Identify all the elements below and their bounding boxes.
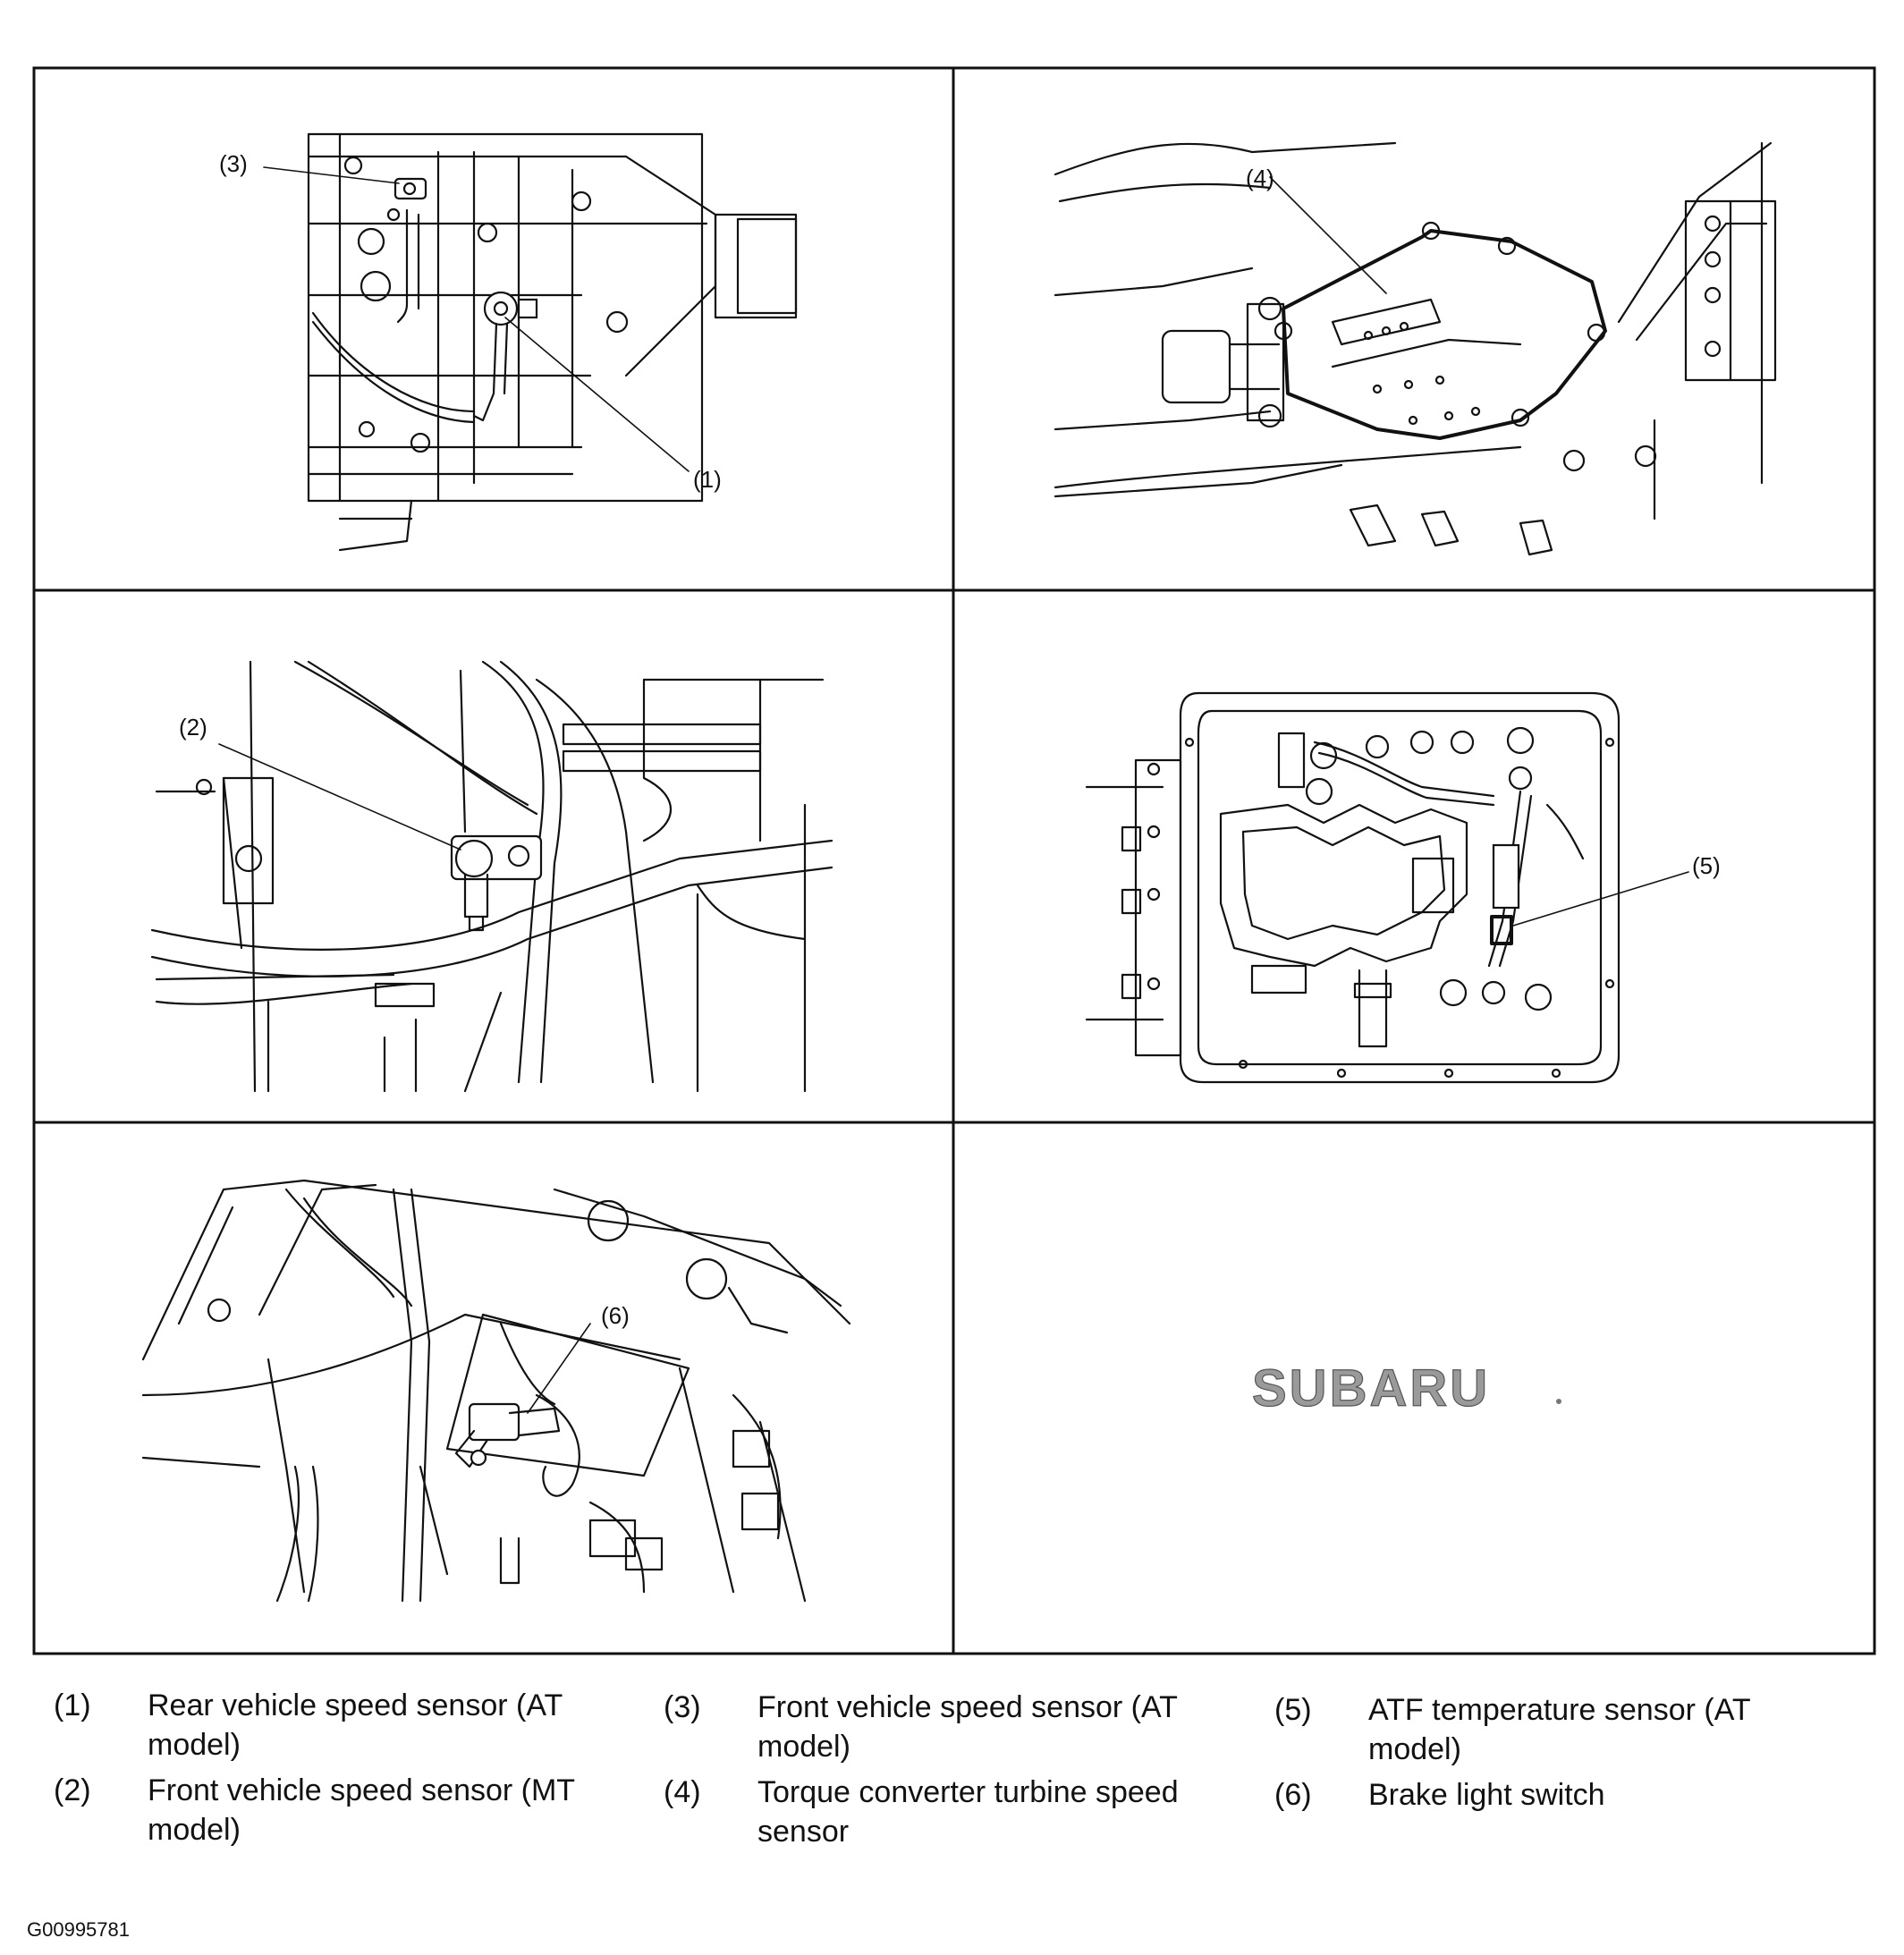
figure-id: G00995781 xyxy=(27,1918,130,1941)
callout-5: (5) xyxy=(1692,852,1721,879)
svg-text:SUBARU: SUBARU xyxy=(1252,1359,1490,1418)
legend-number: (3) xyxy=(664,1690,701,1724)
callout-1: (1) xyxy=(693,466,722,493)
panel-valve-body: (5) xyxy=(1085,691,1721,1084)
legend-number: (4) xyxy=(664,1775,701,1809)
legend-number: (5) xyxy=(1274,1693,1312,1727)
callout-6: (6) xyxy=(601,1302,630,1329)
legend-text: Front vehicle speed sensor (MT model) xyxy=(148,1773,575,1847)
panel-transmission-rear: (3) (1) xyxy=(219,132,798,552)
legend-text: Brake light switch xyxy=(1368,1778,1605,1812)
callout-2: (2) xyxy=(179,714,207,741)
legend-number: (6) xyxy=(1274,1778,1312,1812)
legend-text: Front vehicle speed sensor (AT model) xyxy=(757,1690,1178,1764)
legend-number: (2) xyxy=(54,1773,91,1807)
panel-front-speed-sensor-mt: (2) xyxy=(150,660,834,1093)
legend-text: Torque converter turbine speed sensor xyxy=(757,1775,1179,1849)
panel-grid xyxy=(32,66,1876,1655)
callout-3-top: (3) xyxy=(219,150,248,177)
panel-torque-converter-cover: (4) xyxy=(1054,141,1777,556)
panel-brake-light-switch: (6) xyxy=(141,1179,851,1603)
legend-number: (1) xyxy=(54,1688,91,1722)
legend-text: ATF temperature sensor (AT model) xyxy=(1368,1693,1751,1766)
legend-text: Rear vehicle speed sensor (AT model) xyxy=(148,1688,563,1762)
subaru-logo: SUBARU xyxy=(1251,1358,1561,1418)
callout-4: (4) xyxy=(1246,165,1274,191)
diagram-figure: (3) (1) xyxy=(32,66,1876,1655)
